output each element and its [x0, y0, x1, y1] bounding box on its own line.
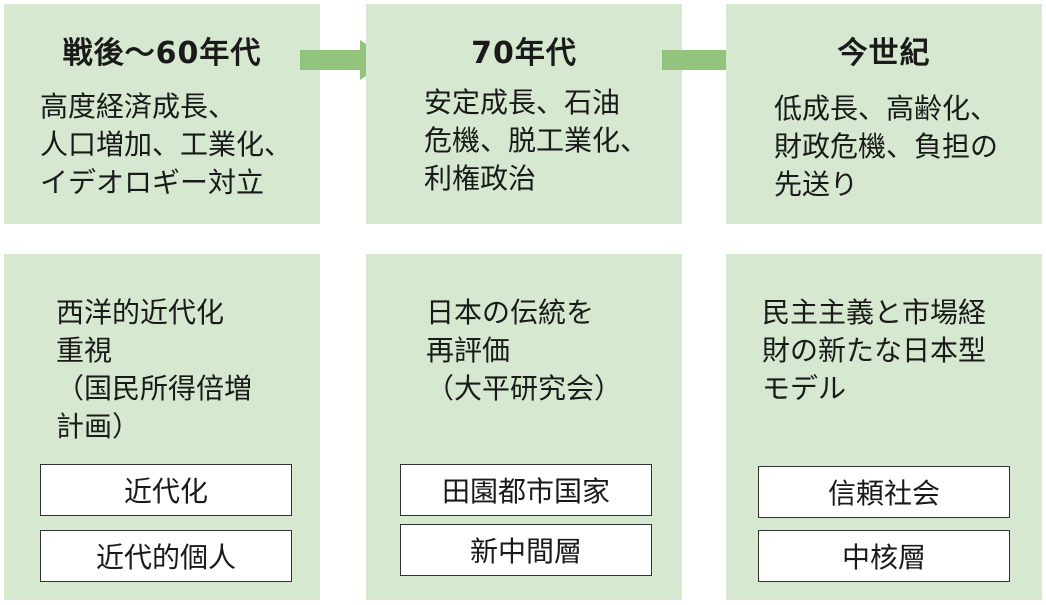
- era-box-postwar: 戦後〜60年代 高度経済成長、 人口増加、工業化、 イデオロギー対立: [4, 4, 320, 224]
- era-description: 高度経済成長、 人口増加、工業化、 イデオロギー対立: [40, 90, 293, 199]
- keyword-tag: 中核層: [758, 530, 1010, 582]
- keyword-tag: 近代化: [40, 464, 292, 516]
- keyword-tag: 近代的個人: [40, 530, 292, 582]
- era-title: 今世紀: [837, 36, 931, 71]
- model-description: 民主主義と市場経 財の新たな日本型 モデル: [762, 296, 987, 405]
- model-description: 日本の伝統を 再評価 （大平研究会）: [426, 296, 623, 405]
- keyword-tag: 田園都市国家: [400, 464, 652, 516]
- model-box-new-japanese-model: 民主主義と市場経 財の新たな日本型 モデル 信頼社会 中核層: [726, 254, 1042, 600]
- keyword-tag: 新中間層: [400, 524, 652, 576]
- model-box-western-modernization: 西洋的近代化 重視 （国民所得倍増 計画） 近代化 近代的個人: [4, 254, 320, 600]
- model-box-japanese-tradition: 日本の伝統を 再評価 （大平研究会） 田園都市国家 新中間層: [366, 254, 682, 600]
- era-title: 戦後〜60年代: [62, 36, 262, 71]
- era-box-this-century: 今世紀 低成長、高齢化、 財政危機、負担の 先送り: [726, 4, 1042, 224]
- model-description: 西洋的近代化 重視 （国民所得倍増 計画）: [56, 296, 253, 443]
- era-description: 低成長、高齢化、 財政危機、負担の 先送り: [774, 92, 999, 201]
- era-title: 70年代: [471, 36, 577, 71]
- keyword-tag: 信頼社会: [758, 466, 1010, 518]
- era-description: 安定成長、石油 危機、脱工業化、 利権政治: [424, 86, 649, 195]
- era-box-1970s: 70年代 安定成長、石油 危機、脱工業化、 利権政治: [366, 4, 682, 224]
